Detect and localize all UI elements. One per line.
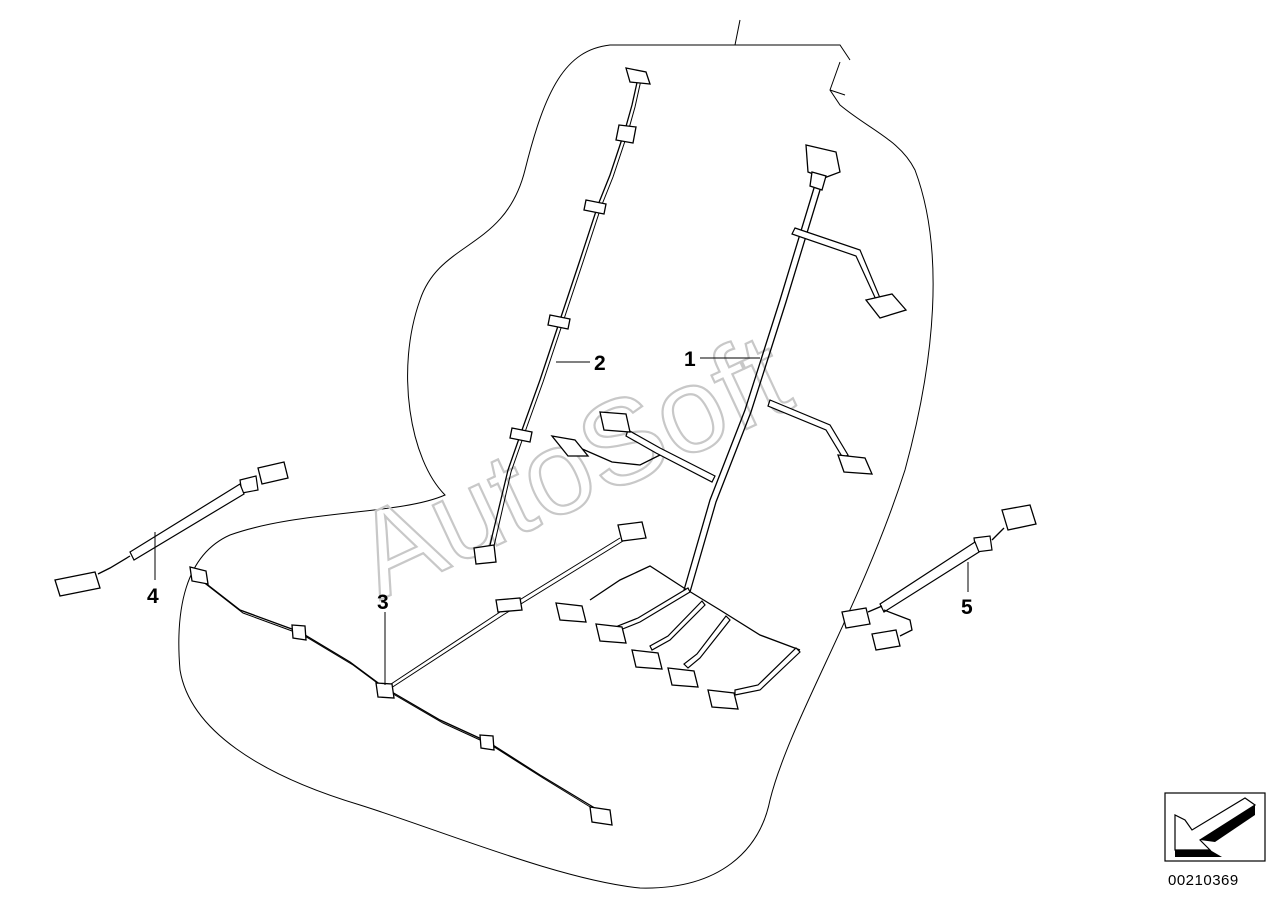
harness-5-connector-top [1001, 504, 1037, 531]
harness-1-branch-connector-middle [837, 454, 874, 475]
harness-1-lower-connector-2 [595, 623, 627, 644]
callout-5: 5 [961, 596, 973, 619]
seat-outline [178, 19, 934, 889]
callout-3: 3 [377, 591, 389, 614]
harness-2-connector-bottom [473, 544, 497, 565]
harness-1-branch-connector-left2 [550, 435, 590, 457]
harness-3 [189, 521, 647, 826]
callout-4: 4 [147, 585, 159, 608]
harness-1-branch-connector-left [599, 411, 631, 433]
harness-3-end-connector-top [617, 521, 647, 542]
harness-5-connector-left [841, 607, 871, 629]
harness-3-end-connector-left [189, 566, 209, 585]
harness-3-clip-1 [291, 624, 307, 641]
leader-lines [154, 357, 969, 685]
watermark-text: AutoSoft [334, 308, 808, 624]
harness-3-end-connector-right [589, 806, 613, 826]
harness-1-lower-connector-3 [631, 649, 663, 670]
harness-2 [473, 67, 651, 565]
harness-4-connector-bottom [54, 571, 101, 597]
harness-3-junction-box [375, 682, 395, 699]
harness-5 [841, 504, 1037, 651]
harness-3-clip-3 [495, 597, 523, 613]
harness-2-clip-3 [547, 314, 571, 330]
harness-2-clip-4 [509, 427, 533, 443]
harness-3-clip-2 [479, 734, 495, 751]
harness-1-lower-connector-1 [555, 602, 587, 623]
harness-4-connector-top [257, 461, 289, 485]
harness-1-branch-connector-upper [864, 293, 908, 319]
harness-1-main-connector [805, 144, 841, 179]
harness-1 [550, 144, 908, 710]
diagram-code: 00210369 [1168, 872, 1239, 889]
harness-5-connector-right [871, 629, 901, 651]
diagram-code-badge: 00210369 [1164, 792, 1266, 889]
harness-4 [54, 461, 289, 597]
harness-1-lower-connector-5 [707, 689, 739, 710]
callout-2: 2 [594, 352, 606, 375]
harness-2-clip-2 [583, 199, 607, 215]
callout-1: 1 [684, 348, 696, 371]
harness-2-clip-1 [615, 124, 637, 144]
harness-2-connector-top [625, 67, 651, 85]
harness-1-lower-connector-4 [667, 667, 699, 688]
